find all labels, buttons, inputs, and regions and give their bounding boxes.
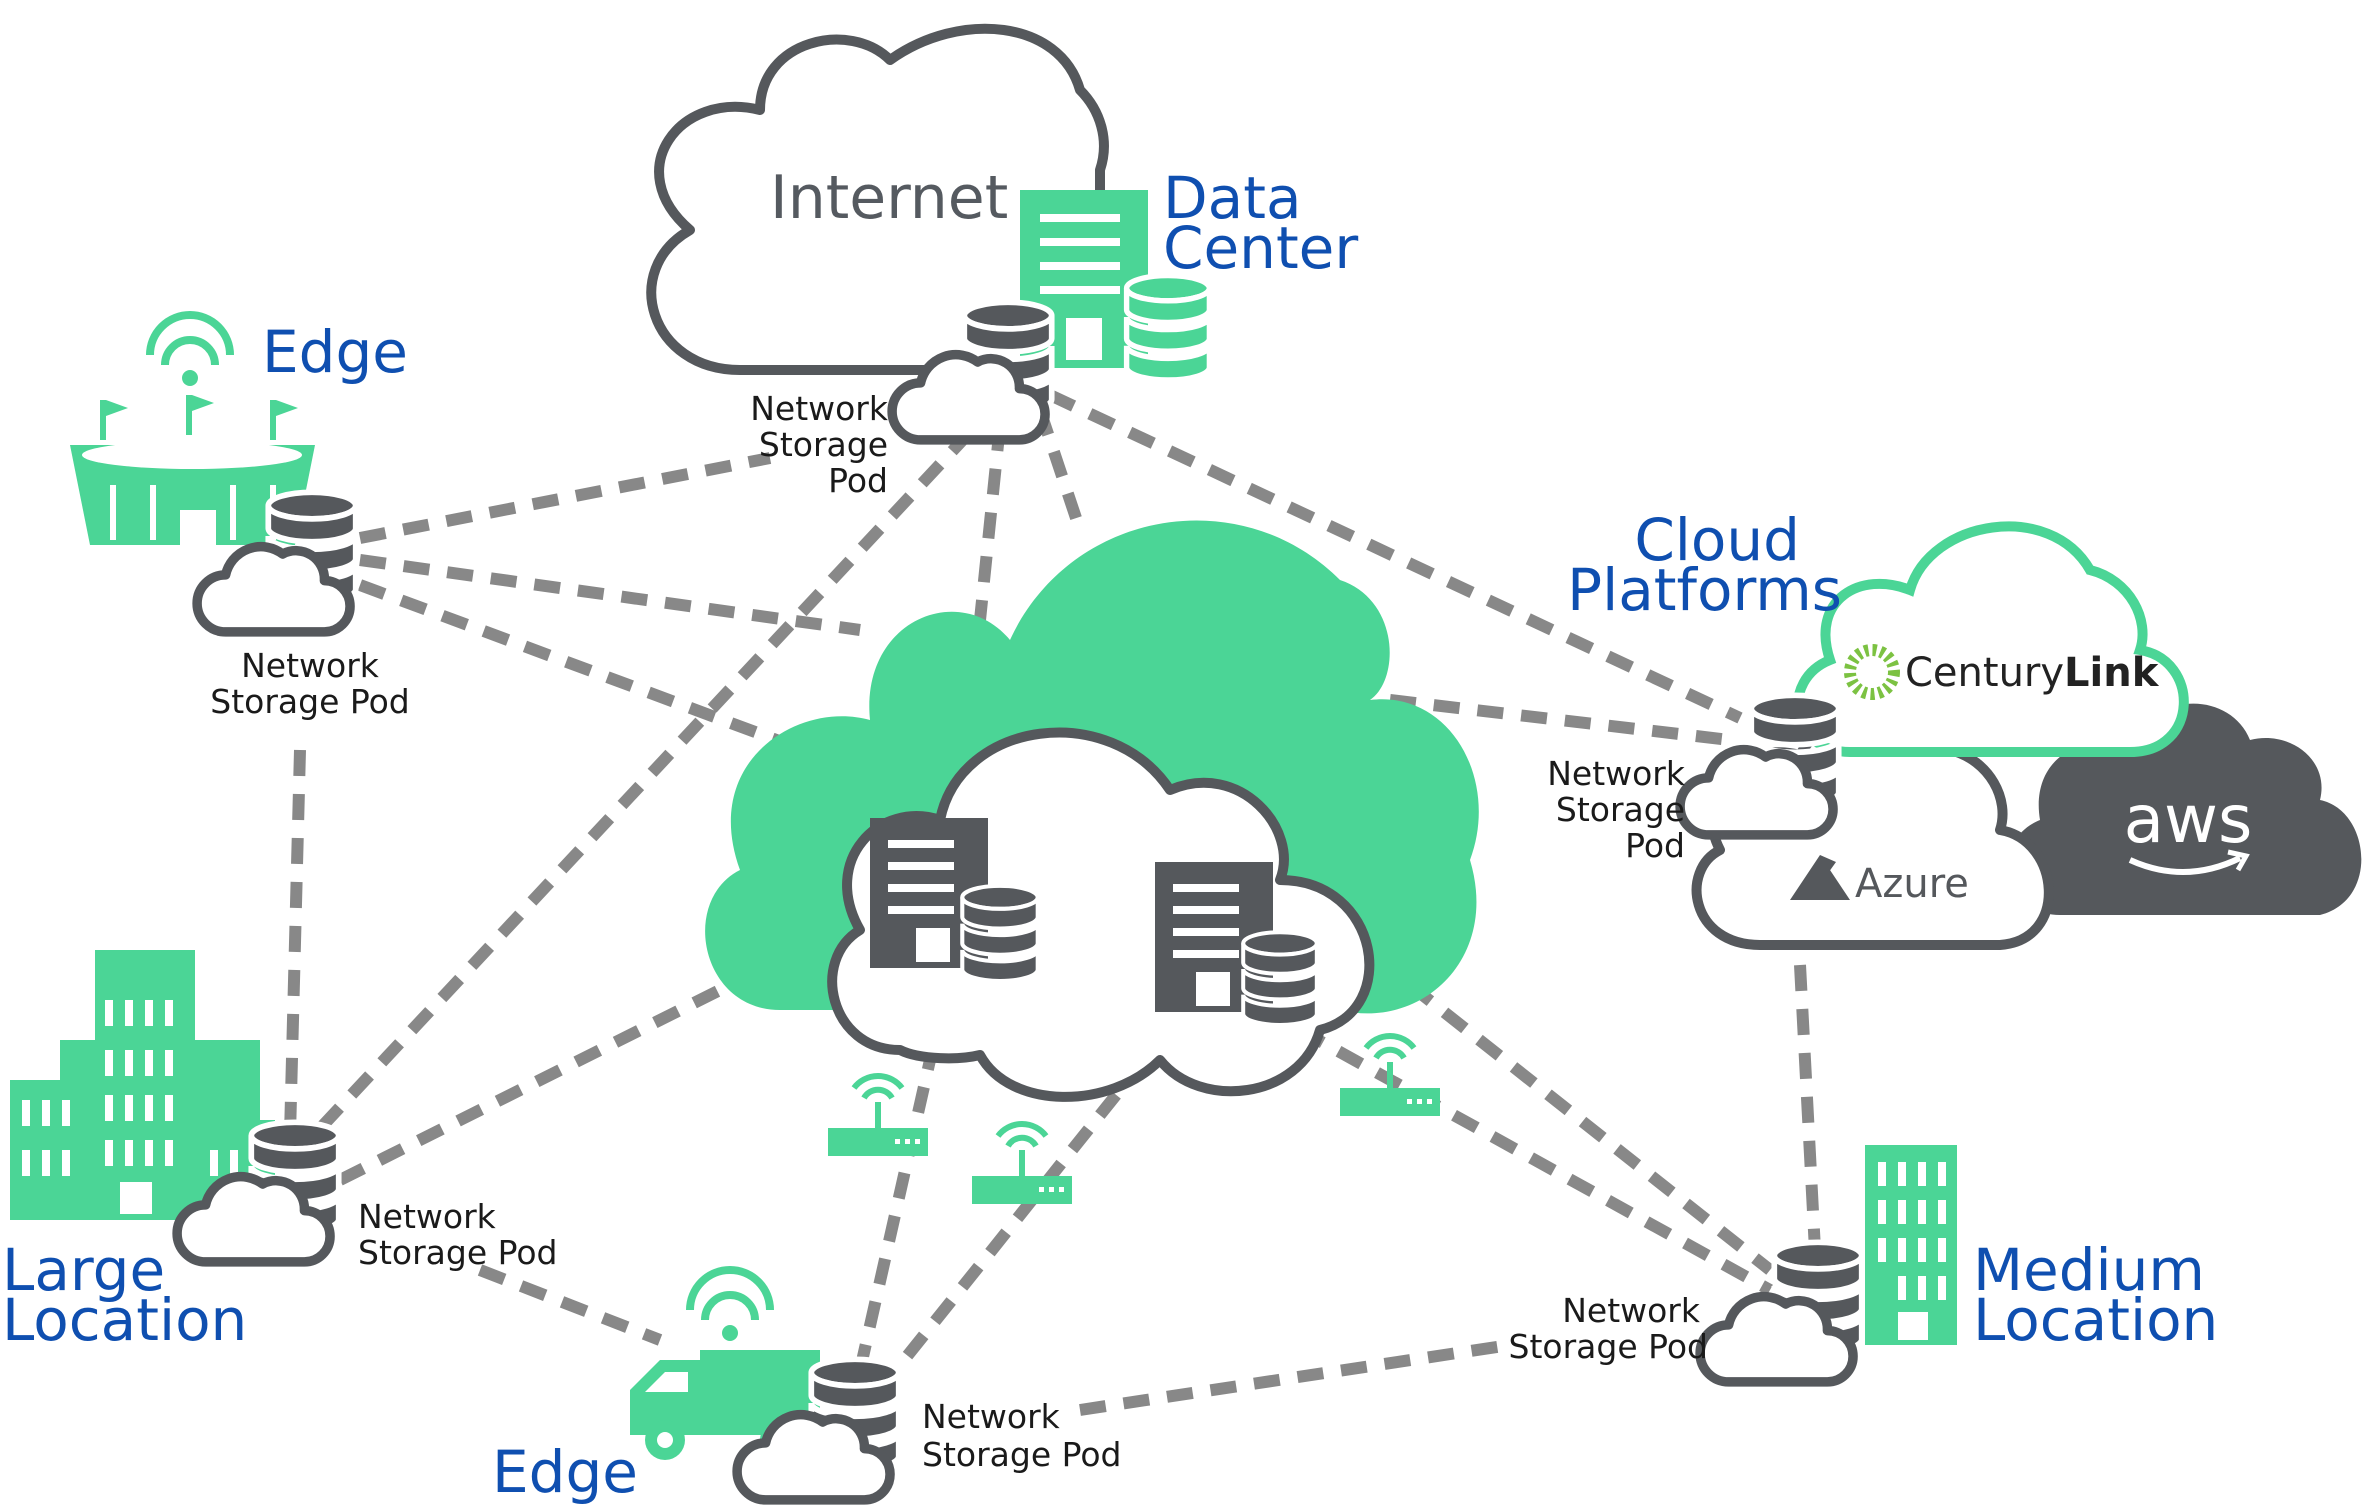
pod-dc-label-line2: Storage bbox=[759, 425, 888, 464]
storage-pod-cloud bbox=[1680, 695, 1839, 835]
pod-cloud-label-line2: Storage bbox=[1556, 790, 1685, 829]
centurylink-logo-icon bbox=[1844, 644, 1900, 700]
pod-medium-label-line1: Network bbox=[1562, 1291, 1701, 1330]
medium-location-label-line2: Location bbox=[1973, 1286, 2218, 1354]
router-icon-1 bbox=[828, 1076, 928, 1156]
network-links bbox=[284, 389, 1821, 1416]
internet-cloud: Internet bbox=[646, 23, 1109, 378]
central-cloud bbox=[705, 520, 1479, 1102]
centurylink-logo-text: CenturyLink bbox=[1905, 650, 2160, 696]
stadium-icon bbox=[70, 311, 315, 545]
edge-top-label: Edge bbox=[262, 318, 408, 386]
server-left-icon bbox=[870, 818, 1038, 981]
server-right-icon bbox=[1155, 862, 1317, 1025]
large-location-label-line1: Large bbox=[2, 1236, 165, 1304]
medium-location-label-line1: Medium bbox=[1973, 1236, 2205, 1304]
edge-bottom-label: Edge bbox=[492, 1438, 638, 1506]
pod-truck-label-line1: Network bbox=[922, 1397, 1061, 1436]
azure-logo-text: Azure bbox=[1855, 861, 1969, 907]
pod-dc-label-line3: Pod bbox=[828, 461, 888, 500]
pod-truck-label-line2: Storage Pod bbox=[922, 1435, 1121, 1474]
internet-label: Internet bbox=[770, 163, 1008, 233]
pod-large-label-line1: Network bbox=[358, 1197, 497, 1236]
pod-cloud-label-line1: Network bbox=[1547, 754, 1686, 793]
truck-icon bbox=[630, 1266, 820, 1460]
cloud-platforms: aws Azure CenturyLink bbox=[1691, 521, 2362, 950]
router-icon-2 bbox=[972, 1124, 1072, 1204]
large-location-label-line2: Location bbox=[2, 1286, 247, 1354]
router-icon-3 bbox=[1340, 1036, 1440, 1116]
azure-logo-icon bbox=[1790, 855, 1850, 900]
pod-dc-label-line1: Network bbox=[750, 389, 889, 428]
cloud-platforms-label-line1: Cloud bbox=[1634, 506, 1800, 574]
pod-large-label-line2: Storage Pod bbox=[358, 1233, 557, 1272]
pod-cloud-label-line3: Pod bbox=[1625, 826, 1685, 865]
medium-location-building-icon bbox=[1865, 1145, 1957, 1345]
pod-edge-label-line2: Storage Pod bbox=[210, 682, 409, 721]
large-location-building-icon bbox=[10, 950, 275, 1220]
data-center-label-line1: Data bbox=[1163, 164, 1302, 232]
aws-logo-text: aws bbox=[2124, 781, 2253, 858]
cloud-platforms-label-line2: Platforms bbox=[1567, 556, 1842, 624]
centurylink-cloud bbox=[1793, 521, 2189, 757]
data-center-label-line2: Center bbox=[1163, 214, 1358, 282]
pod-edge-label-line1: Network bbox=[241, 646, 380, 685]
pod-medium-label-line2: Storage Pod bbox=[1509, 1327, 1708, 1366]
